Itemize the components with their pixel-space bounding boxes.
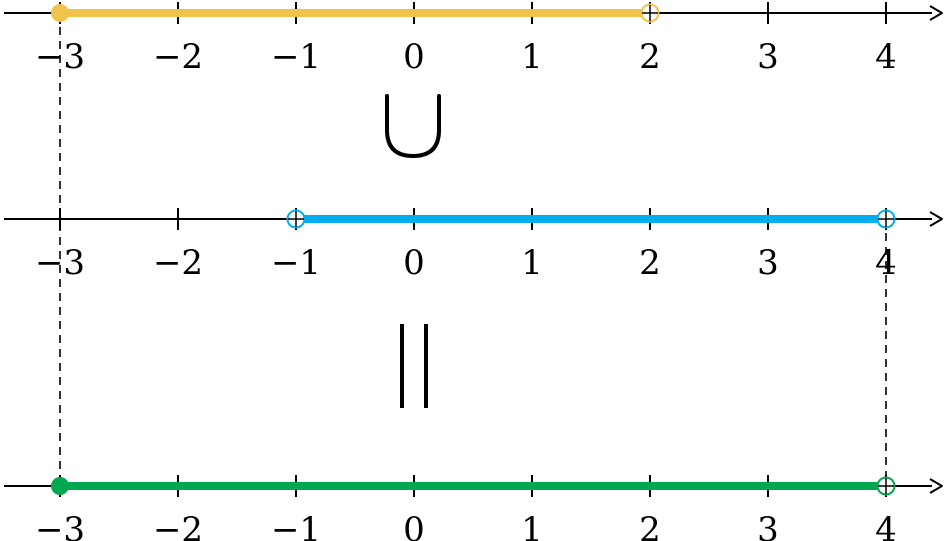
tick-label: −2 <box>153 510 203 541</box>
tick-label: 4 <box>875 37 897 77</box>
tick-label: −2 <box>153 37 203 77</box>
tick-label: −3 <box>35 510 85 541</box>
axis-arrow <box>929 211 943 227</box>
tick-label: 3 <box>757 510 779 541</box>
tick-label: −2 <box>153 243 203 283</box>
tick-label: 1 <box>521 243 543 283</box>
tick-label: 3 <box>757 243 779 283</box>
tick-label: 0 <box>403 510 425 541</box>
tick-label: −1 <box>271 243 321 283</box>
equals-operator <box>400 324 428 408</box>
tick-label: 0 <box>403 243 425 283</box>
number-line-union-result: −3 −2 −1 0 1 2 3 4 <box>4 475 943 541</box>
tick-label: −3 <box>35 243 85 283</box>
axis-arrow <box>929 5 943 21</box>
tick-label: 4 <box>875 243 897 283</box>
guide-lines <box>59 13 887 486</box>
union-symbol <box>385 94 441 159</box>
tick-label: −1 <box>271 510 321 541</box>
tick-label: 0 <box>403 37 425 77</box>
tick-label: −3 <box>35 37 85 77</box>
tick-label: −1 <box>271 37 321 77</box>
tick-label: 2 <box>639 37 661 77</box>
number-line-first-interval: −3 −2 −1 0 1 2 3 4 <box>4 2 943 77</box>
tick-label: 2 <box>639 510 661 541</box>
union-operator <box>385 94 441 159</box>
tick-label: 1 <box>521 37 543 77</box>
tick-label: 1 <box>521 510 543 541</box>
tick-label: 2 <box>639 243 661 283</box>
number-line-second-interval: −3 −2 −1 0 1 2 3 4 <box>4 208 943 283</box>
closed-endpoint-start <box>51 4 69 22</box>
tick-label: 4 <box>875 510 897 541</box>
axis-arrow <box>929 478 943 494</box>
closed-endpoint-start <box>51 477 69 495</box>
tick-label: 3 <box>757 37 779 77</box>
